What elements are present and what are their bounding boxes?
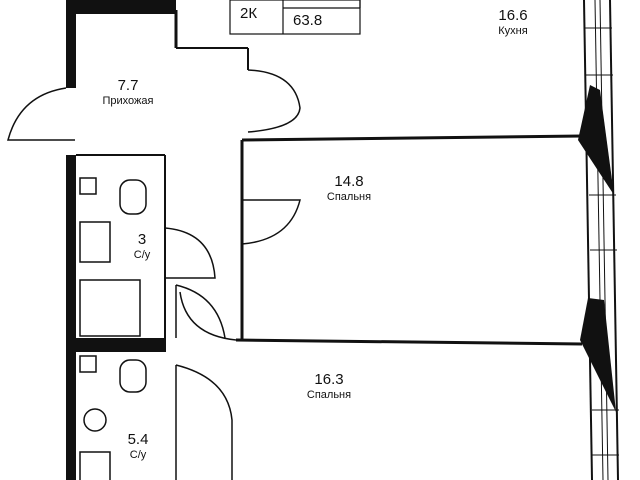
door-swing-hall-left — [7, 87, 75, 141]
exterior-wall-right-outer — [609, 0, 619, 480]
room-area: 7.7 — [117, 77, 139, 94]
washing-machine — [83, 408, 107, 432]
room-area: 16.3 — [314, 371, 344, 388]
sink-1 — [79, 221, 111, 263]
toilet-1 — [119, 179, 147, 215]
wall-bedroom1-bottom — [235, 338, 583, 346]
door-swing-bedroom-2 — [179, 291, 237, 341]
room-name: Спальня — [326, 191, 372, 203]
exterior-wall-left-bath — [66, 155, 76, 480]
room-name: Кухня — [498, 25, 528, 37]
room-name: Прихожая — [102, 95, 154, 107]
room-area: 3 — [137, 231, 147, 248]
room-label-bathroom-2: 5.4 С/у — [118, 432, 158, 461]
sink-2 — [79, 451, 111, 480]
area-badge-frame — [229, 0, 361, 35]
total-area: 63.8 — [293, 12, 323, 29]
room-name: Спальня — [306, 389, 352, 401]
room-label-hallway: 7.7 Прихожая — [88, 78, 168, 107]
room-area: 16.6 — [498, 7, 528, 24]
exterior-wall-right-inner — [583, 0, 593, 480]
room-area: 5.4 — [127, 431, 149, 448]
door-swing-bath-1 — [164, 227, 216, 279]
door-swing-hall-right — [247, 69, 301, 133]
exterior-wall-top — [66, 0, 176, 14]
door-swing-bedroom-1 — [241, 199, 301, 245]
vent-shaft-2 — [79, 355, 97, 373]
wall-bedroom1-top — [241, 134, 583, 142]
exterior-wall-left-upper — [66, 0, 76, 88]
room-label-kitchen: 16.6 Кухня — [488, 8, 538, 37]
door-swing-bath-2 — [175, 364, 233, 480]
shower-1 — [79, 279, 141, 337]
room-name: С/у — [129, 449, 147, 461]
window-line-2 — [599, 0, 609, 480]
room-label-bedroom-2: 16.3 Спальня — [294, 372, 364, 401]
room-label-bedroom-1: 14.8 Спальня — [314, 174, 384, 203]
balcony-wedge-2 — [580, 298, 616, 412]
vent-shaft-1 — [79, 177, 97, 195]
room-label-bathroom-1: 3 С/у — [122, 232, 162, 261]
room-name: С/у — [133, 249, 151, 261]
window-line-1 — [594, 0, 604, 480]
toilet-2 — [119, 359, 147, 393]
wall-between-bathrooms — [66, 338, 166, 352]
room-area: 14.8 — [334, 173, 364, 190]
apartment-type: 2К — [240, 5, 258, 22]
balcony-wedge-1 — [578, 85, 614, 195]
door-swing-bath-1b — [175, 284, 226, 339]
